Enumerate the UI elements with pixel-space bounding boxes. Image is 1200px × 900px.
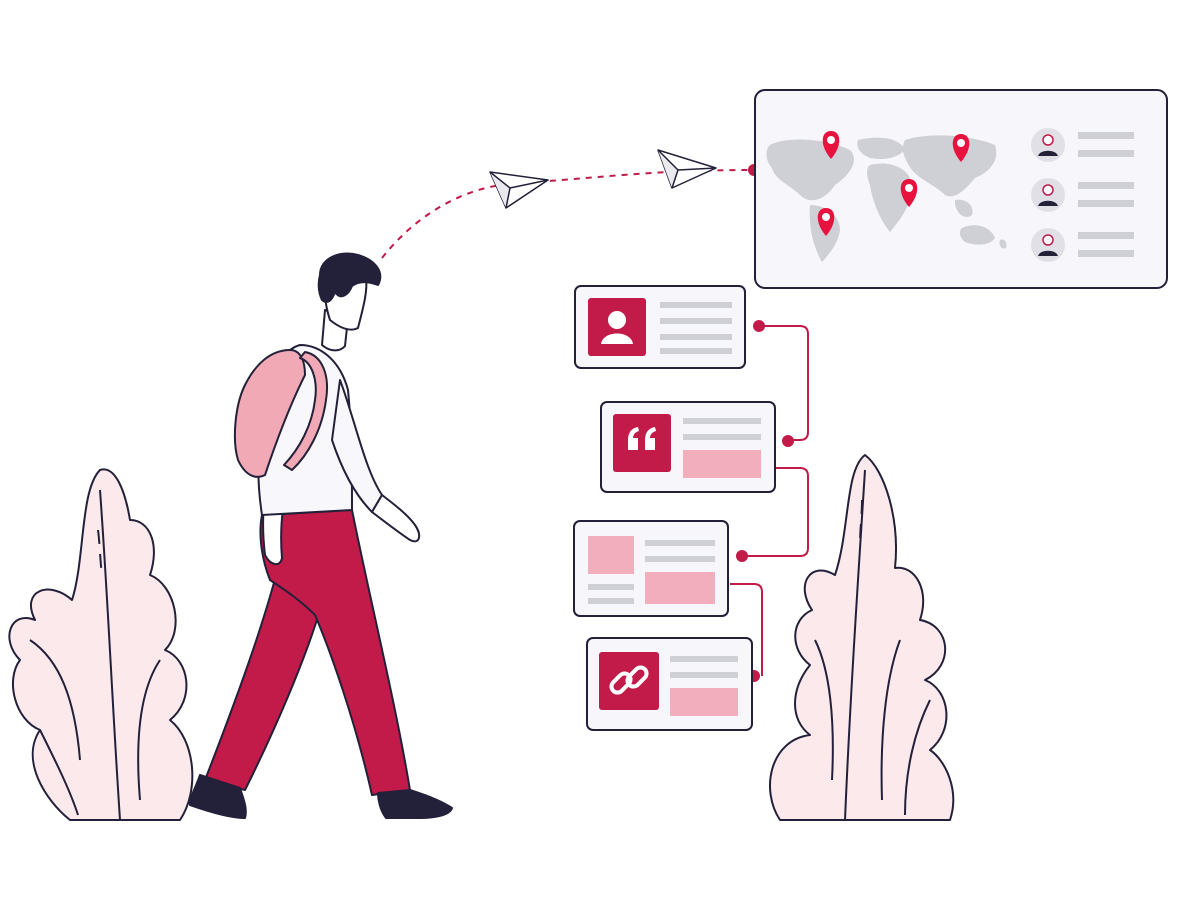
profile-card — [574, 285, 746, 369]
map-pin-icon — [952, 134, 970, 162]
paper-plane-icon — [489, 171, 549, 209]
front-hand — [371, 494, 421, 543]
left-shoe — [188, 774, 247, 819]
backpack-strap — [283, 351, 328, 471]
contact-item — [1031, 178, 1134, 212]
content-card — [573, 520, 729, 617]
paper-plane-icon — [657, 149, 717, 189]
right-plant — [769, 454, 955, 821]
link-card — [586, 637, 753, 731]
flight-path — [381, 169, 753, 259]
contact-list — [1031, 128, 1134, 262]
walking-person — [188, 252, 453, 819]
map-pin-icon — [817, 208, 835, 236]
flow-connectors — [730, 325, 809, 676]
connector-dots — [736, 320, 794, 682]
right-shoe — [377, 789, 453, 819]
quote-icon — [628, 427, 656, 450]
user-icon — [601, 311, 633, 344]
contact-item — [1031, 228, 1134, 262]
map-panel — [754, 89, 1168, 289]
backpack — [233, 349, 306, 478]
hair — [317, 252, 382, 303]
link-icon — [609, 665, 649, 695]
map-pin-icon — [900, 179, 918, 207]
quote-card — [600, 401, 776, 493]
left-plant — [8, 468, 194, 821]
contact-item — [1031, 128, 1134, 162]
map-pin-icon — [822, 131, 840, 159]
map-pins — [817, 131, 970, 236]
